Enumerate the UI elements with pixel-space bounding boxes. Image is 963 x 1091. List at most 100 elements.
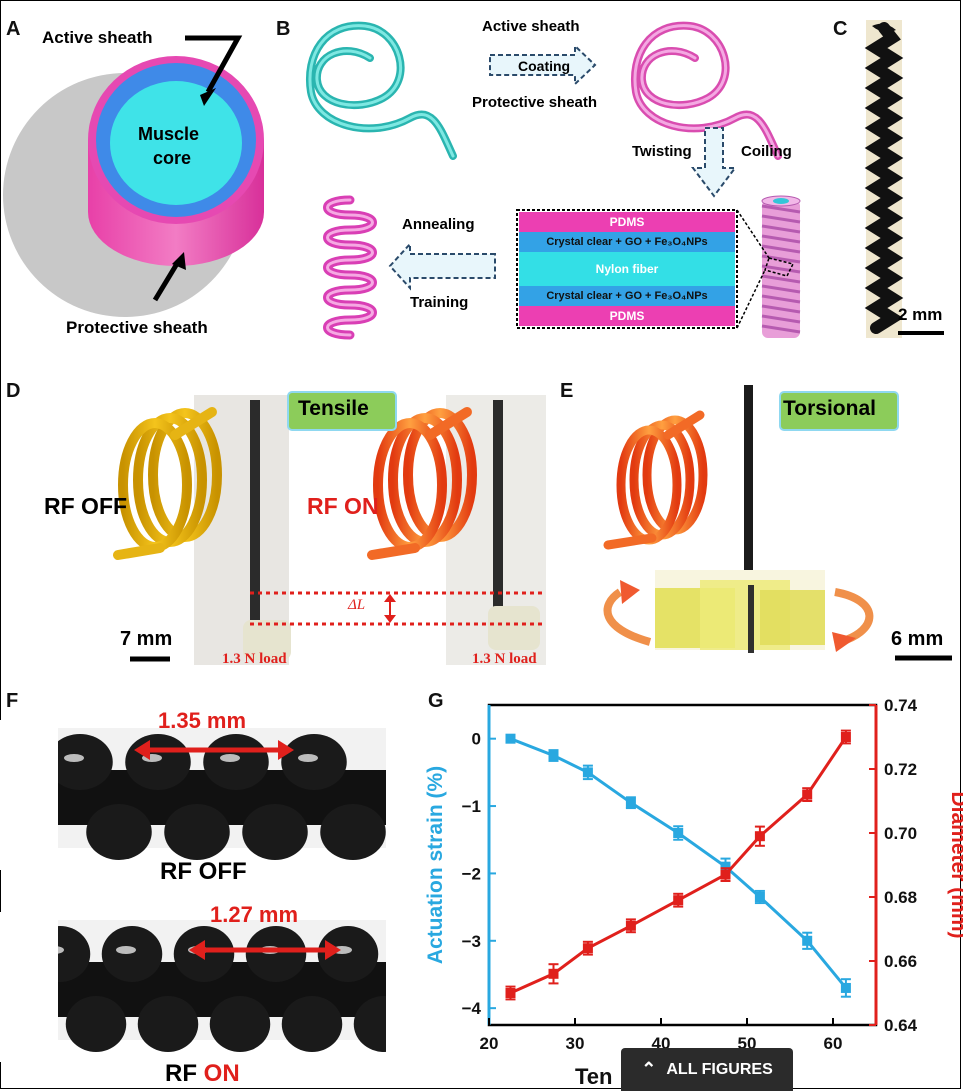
layer-crystal-clear-top: Crystal clear + GO + Fe₃O₄NPs xyxy=(546,236,708,248)
label-core: core xyxy=(153,148,192,168)
e-coil xyxy=(603,410,708,550)
muscle-core xyxy=(110,81,242,205)
b-label-active-sheath: Active sheath xyxy=(482,18,580,35)
left-tick-label: −4 xyxy=(462,999,482,1018)
label-muscle: Muscle xyxy=(138,124,200,144)
layer-crystal-clear-bottom: Crystal clear + GO + Fe₃O₄NPs xyxy=(546,290,708,302)
b-label-coating: Coating xyxy=(518,58,571,74)
panel-label-c: C xyxy=(833,18,848,40)
panel-f-pitch-photos xyxy=(0,720,420,1062)
data-point-right xyxy=(720,869,731,880)
data-point-left xyxy=(802,935,813,946)
panel-label-f: F xyxy=(6,690,19,712)
right-tick-label: 0.64 xyxy=(884,1016,918,1035)
layer-stack xyxy=(516,209,738,329)
data-point-right xyxy=(625,920,636,931)
c-scale-label: 2 mm xyxy=(898,305,943,324)
series-line-left xyxy=(509,737,848,989)
all-figures-button[interactable]: ⌃ ALL FIGURES xyxy=(621,1048,793,1091)
panel-label-e: E xyxy=(560,380,574,402)
data-point-left xyxy=(582,767,593,778)
tensile-label: Tensile xyxy=(298,397,369,420)
data-point-left xyxy=(673,828,684,838)
x-tick-label: 20 xyxy=(480,1034,499,1053)
data-point-left xyxy=(505,733,516,744)
right-tick-label: 0.72 xyxy=(884,760,917,779)
b-label-twisting: Twisting xyxy=(632,143,692,160)
panel-label-d: D xyxy=(6,380,21,402)
left-tick-label: −2 xyxy=(462,864,481,883)
annealing-arrow xyxy=(388,241,496,291)
data-point-left xyxy=(625,797,636,808)
d-rf-off: RF OFF xyxy=(44,493,128,519)
layer-pdms-top: PDMS xyxy=(609,215,645,229)
d-rf-on: RF ON xyxy=(307,493,379,519)
d-coil-on xyxy=(367,407,477,560)
d-load-right: 1.3 N load xyxy=(472,651,537,667)
d-scale-label: 7 mm xyxy=(120,628,173,650)
f-measure-off-label: 1.35 mm xyxy=(158,708,247,733)
left-tick-label: −1 xyxy=(462,797,481,816)
x-axis-label: Ten xyxy=(575,1064,612,1089)
e-fiber xyxy=(744,385,753,585)
panel-a-fiber-cross-section xyxy=(3,35,264,317)
b-label-training: Training xyxy=(410,294,469,311)
data-point-right xyxy=(802,789,813,800)
f-rf-text: RF xyxy=(165,1060,197,1087)
raw-fiber-outline xyxy=(306,21,457,160)
f-coil-on xyxy=(0,912,420,1062)
d-load-off xyxy=(243,620,291,660)
coated-fiber xyxy=(633,24,780,158)
series-line-right xyxy=(509,736,848,995)
chevron-up-icon: ⌃ xyxy=(641,1059,657,1079)
e-paddle xyxy=(655,580,825,653)
right-tick-label: 0.70 xyxy=(884,824,917,843)
panel-b-fabrication-process xyxy=(306,21,801,340)
left-tick-label: −3 xyxy=(462,932,481,951)
panel-e-torsional-actuation xyxy=(603,385,952,661)
data-point-left xyxy=(754,892,765,902)
coiled-yarn xyxy=(736,195,801,338)
tensile-badge xyxy=(287,391,397,431)
d-coil-off xyxy=(113,407,222,560)
d-fiber-on xyxy=(493,400,503,618)
label-protective-sheath: Protective sheath xyxy=(66,318,208,337)
d-fiber-off xyxy=(250,400,260,620)
panel-label-a: A xyxy=(6,18,21,40)
f-rf-on: RF ON xyxy=(165,1060,240,1088)
data-point-right xyxy=(548,968,559,979)
trained-coil-spring xyxy=(323,195,377,340)
f-measure-on-label: 1.27 mm xyxy=(210,902,299,927)
panel-label-b: B xyxy=(276,18,291,40)
torsional-badge xyxy=(779,391,899,431)
label-active-sheath: Active sheath xyxy=(42,28,153,47)
x-tick-label: 60 xyxy=(824,1034,843,1053)
f-on-text: ON xyxy=(203,1060,240,1087)
f-coil-off xyxy=(0,720,420,870)
right-tick-label: 0.74 xyxy=(884,696,918,715)
right-axis-label: Diameter (mm) xyxy=(947,791,963,938)
data-point-right xyxy=(840,732,851,742)
raw-fiber xyxy=(308,24,455,158)
delta-l-label: ΔL xyxy=(348,597,366,613)
d-load-left: 1.3 N load xyxy=(222,651,287,667)
torsional-label: Torsional xyxy=(783,397,876,420)
right-tick-label: 0.66 xyxy=(884,952,917,971)
x-tick-label: 30 xyxy=(566,1034,585,1053)
right-tick-label: 0.68 xyxy=(884,888,917,907)
layer-pdms-bottom: PDMS xyxy=(609,309,645,323)
panel-d-tensile-actuation xyxy=(113,391,546,665)
b-label-protective-sheath: Protective sheath xyxy=(472,94,598,111)
b-label-annealing: Annealing xyxy=(402,216,475,233)
data-point-left xyxy=(720,861,731,872)
all-figures-label: ALL FIGURES xyxy=(666,1060,773,1078)
data-point-right xyxy=(582,943,593,954)
b-label-coiling: Coiling xyxy=(741,143,792,160)
data-point-right xyxy=(673,895,684,906)
left-tick-label: 0 xyxy=(472,730,481,749)
panel-label-g: G xyxy=(428,690,444,712)
data-point-right xyxy=(505,988,516,998)
data-point-left xyxy=(548,750,559,761)
